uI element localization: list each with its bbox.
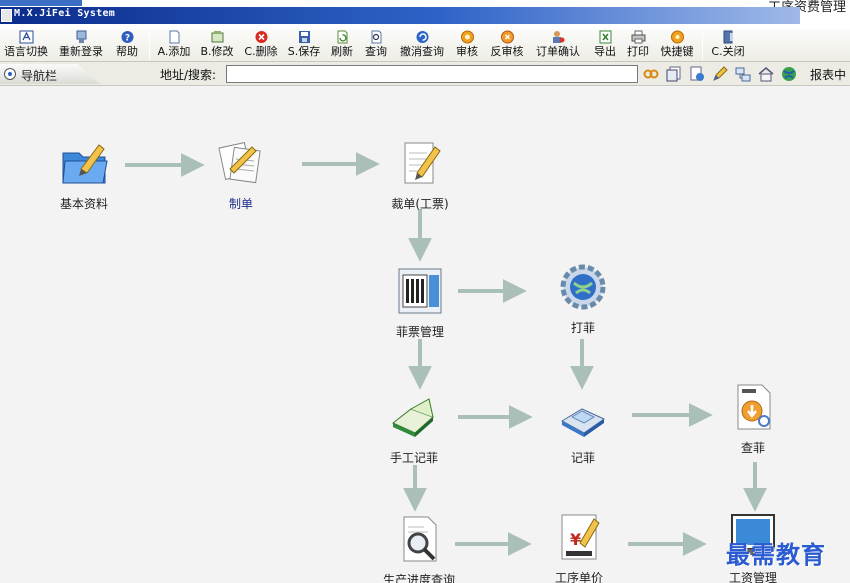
node-wage-manage[interactable]: 工资管理 <box>718 513 788 583</box>
watermark-logo: 最需教育 <box>726 540 826 569</box>
scanner-icon <box>560 408 606 437</box>
export-icon <box>599 30 611 44</box>
order-confirm-button[interactable]: 订单确认 <box>532 29 584 62</box>
language-switch-button[interactable]: 语言切换 <box>2 29 50 62</box>
address-search-input[interactable] <box>226 65 638 83</box>
audit-button[interactable]: 审核 <box>452 29 482 62</box>
toolbar: 语言切换 重新登录 ? 帮助 A.添加 B.修改 C.删除 S.保存 <box>0 29 850 62</box>
svg-text:?: ? <box>124 34 129 44</box>
node-production-progress[interactable]: 生产进度查询 <box>379 515 459 583</box>
nav-panel-label: 导航栏 <box>21 69 58 83</box>
svg-text:¥: ¥ <box>570 530 581 549</box>
document-search-icon <box>737 384 771 430</box>
document-stack-icon[interactable] <box>666 66 682 82</box>
top-tab[interactable] <box>0 0 82 6</box>
query-button[interactable]: 查询 <box>361 29 391 62</box>
undo-query-button[interactable]: 撤消查询 <box>396 29 448 62</box>
document-gear-icon[interactable] <box>689 66 705 82</box>
node-ticket-manage[interactable]: 菲票管理 <box>385 267 455 340</box>
nav-circle-icon <box>4 68 16 80</box>
edit-icon <box>211 31 223 43</box>
open-book-icon <box>392 398 434 437</box>
ticket-manage-icon <box>398 268 442 314</box>
link-icon[interactable] <box>643 66 659 82</box>
print-icon <box>631 30 645 44</box>
documents-pencil-icon <box>218 142 261 184</box>
node-manual-record[interactable]: 手工记菲 <box>379 393 449 466</box>
shortcut-button[interactable]: 快捷键 <box>657 29 697 62</box>
help-icon: ? <box>121 31 133 44</box>
edit-button[interactable]: B.修改 <box>197 29 237 62</box>
folder-pencil-icon <box>62 144 108 184</box>
nav-panel-tab[interactable]: 导航栏 <box>0 64 100 84</box>
toolbar-separator <box>702 31 703 60</box>
print-button[interactable]: 打印 <box>623 29 653 62</box>
title-bar: 工序资费管理 M.X.JiFei System <box>0 0 850 29</box>
window-title: M.X.JiFei System <box>14 8 116 19</box>
save-icon <box>298 31 310 43</box>
save-button[interactable]: S.保存 <box>285 29 323 62</box>
yen-signature-icon: ¥ <box>561 514 600 560</box>
globe-gear-icon <box>560 264 606 310</box>
node-print-ticket[interactable]: 打菲 <box>548 263 618 336</box>
home-icon[interactable] <box>758 66 774 82</box>
order-confirm-icon <box>552 31 564 43</box>
node-cut-order[interactable]: 裁单(工票) <box>385 139 455 212</box>
network-icon[interactable] <box>735 66 751 82</box>
help-button[interactable]: ? 帮助 <box>112 29 142 62</box>
address-label: 地址/搜索: <box>160 68 217 82</box>
window-caption[interactable] <box>0 7 800 24</box>
refresh-button[interactable]: 刷新 <box>327 29 357 62</box>
delete-button[interactable]: C.删除 <box>241 29 281 62</box>
relogin-icon <box>76 30 86 43</box>
unaudit-button[interactable]: 反审核 <box>487 29 527 62</box>
workflow-canvas: 基本资料 制单 裁单(工票) <box>0 87 850 583</box>
app-icon[interactable] <box>1 9 12 22</box>
language-icon <box>19 30 33 44</box>
pencil-tool-icon[interactable] <box>712 66 728 82</box>
export-button[interactable]: 导出 <box>590 29 620 62</box>
node-record[interactable]: 记菲 <box>548 393 618 466</box>
close-icon <box>723 30 733 44</box>
node-check-ticket[interactable]: 查菲 <box>718 383 788 456</box>
query-icon <box>371 30 381 44</box>
delete-icon <box>255 31 267 43</box>
report-center-label[interactable]: 报表中 <box>810 68 847 82</box>
toolbar-separator <box>149 31 150 60</box>
audit-icon <box>460 30 474 44</box>
notepad-pencil-icon <box>404 142 441 184</box>
monitor-icon <box>731 514 775 555</box>
address-bar: 导航栏 地址/搜索: 报表中 <box>0 62 850 86</box>
refresh-icon <box>337 30 347 44</box>
node-process-price[interactable]: ¥ 工序单价 <box>544 513 614 583</box>
globe-icon[interactable] <box>781 66 797 82</box>
unaudit-icon <box>500 30 514 44</box>
node-make-order[interactable]: 制单 <box>206 139 276 212</box>
add-button[interactable]: A.添加 <box>155 29 193 62</box>
close-button[interactable]: C.关闭 <box>708 29 748 62</box>
magnifier-document-icon <box>403 516 437 562</box>
undo-query-icon <box>416 31 428 43</box>
node-basic-info[interactable]: 基本资料 <box>49 139 119 212</box>
shortcut-icon <box>670 30 684 44</box>
add-icon <box>169 30 179 44</box>
flow-arrows <box>125 152 767 556</box>
relogin-button[interactable]: 重新登录 <box>56 29 106 62</box>
